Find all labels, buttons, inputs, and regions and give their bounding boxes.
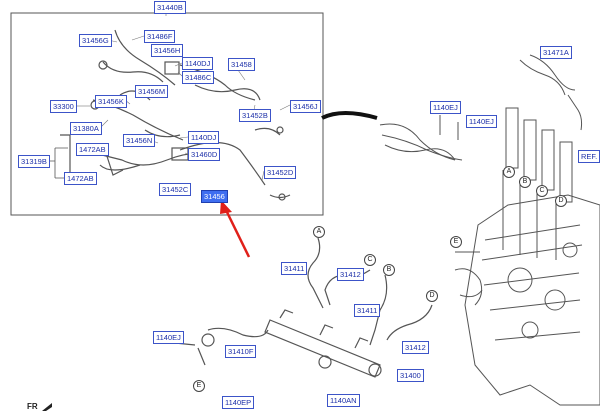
label-1140ej-left[interactable]: 1140EJ bbox=[153, 331, 184, 344]
label-31456g[interactable]: 31456G bbox=[79, 34, 112, 47]
label-31452b[interactable]: 31452B bbox=[239, 109, 271, 122]
injector-harness bbox=[379, 54, 583, 203]
ref-circle-a-rail: A bbox=[313, 226, 325, 238]
front-label: FR bbox=[27, 402, 38, 411]
label-31380a[interactable]: 31380A bbox=[70, 122, 102, 135]
label-31456n[interactable]: 31456N bbox=[123, 134, 156, 147]
label-1140ej-top[interactable]: 1140EJ bbox=[430, 101, 461, 114]
label-31411-right[interactable]: 31411 bbox=[354, 304, 381, 317]
label-1140dj-upper[interactable]: 1140DJ bbox=[182, 57, 214, 70]
label-31456h[interactable]: 31456H bbox=[151, 44, 184, 57]
label-31319b[interactable]: 31319B bbox=[18, 155, 50, 168]
bracket-lines bbox=[48, 147, 68, 179]
ref-circle-e-engine: E bbox=[450, 236, 462, 248]
label-31452d[interactable]: 31452D bbox=[264, 166, 297, 179]
engine-block bbox=[454, 170, 600, 406]
label-31400[interactable]: 31400 bbox=[397, 369, 424, 382]
label-31456j[interactable]: 31456J bbox=[290, 100, 321, 113]
ref-circle-a-engine: A bbox=[503, 166, 515, 178]
red-arrow bbox=[220, 200, 251, 258]
front-arrow-icon bbox=[41, 403, 52, 411]
ref-circle-d-rail: D bbox=[426, 290, 438, 302]
label-31452c[interactable]: 31452C bbox=[159, 183, 192, 196]
label-ref[interactable]: REF. bbox=[578, 150, 600, 163]
ref-circle-b-engine: B bbox=[519, 176, 531, 188]
label-1140dj-lower[interactable]: 1140DJ bbox=[188, 131, 220, 144]
ref-circle-b-rail: B bbox=[383, 264, 395, 276]
label-1140ep[interactable]: 1140EP bbox=[222, 396, 255, 409]
label-31440b[interactable]: 31440B bbox=[154, 1, 186, 14]
label-31456-highlighted[interactable]: 31456 bbox=[201, 190, 228, 203]
label-31456m[interactable]: 31456M bbox=[135, 85, 169, 98]
label-1472ab-upper[interactable]: 1472AB bbox=[76, 143, 109, 156]
ref-circle-c-rail: C bbox=[364, 254, 376, 266]
label-31458[interactable]: 31458 bbox=[228, 58, 255, 71]
label-31412-lower[interactable]: 31412 bbox=[402, 341, 429, 354]
fuel-rail-assembly bbox=[174, 237, 433, 378]
label-1472ab-lower[interactable]: 1472AB bbox=[64, 172, 97, 185]
label-31410f[interactable]: 31410F bbox=[225, 345, 257, 358]
label-31460d[interactable]: 31460D bbox=[188, 148, 221, 161]
label-31471a[interactable]: 31471A bbox=[540, 46, 572, 59]
ref-circle-d-engine: D bbox=[555, 195, 567, 207]
ref-circle-c-engine: C bbox=[536, 185, 548, 197]
label-1140ej-right[interactable]: 1140EJ bbox=[466, 115, 497, 128]
label-31456k[interactable]: 31456K bbox=[95, 95, 127, 108]
label-31486c[interactable]: 31486C bbox=[182, 71, 215, 84]
label-31412-upper[interactable]: 31412 bbox=[337, 268, 364, 281]
ref-circle-e-rail: E bbox=[193, 380, 205, 392]
label-1140an[interactable]: 1140AN bbox=[327, 394, 360, 407]
label-31486f[interactable]: 31486F bbox=[144, 30, 176, 43]
label-31411-left[interactable]: 31411 bbox=[281, 262, 308, 275]
label-33300[interactable]: 33300 bbox=[50, 100, 77, 113]
front-direction-marker: FR bbox=[27, 402, 54, 412]
pointer-curve bbox=[321, 111, 378, 120]
